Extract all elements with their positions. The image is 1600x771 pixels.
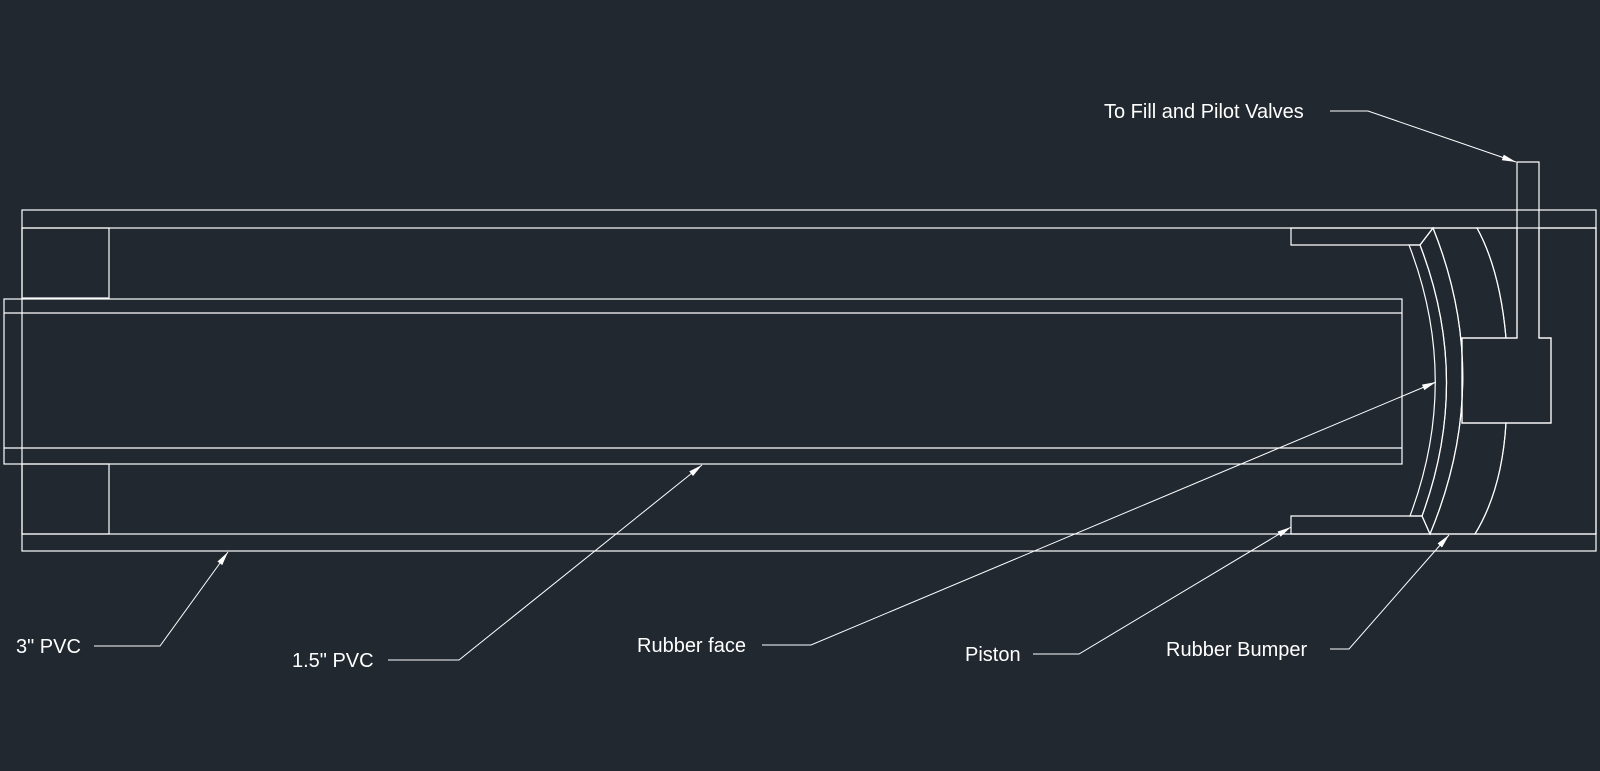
label-fill-pilot-valves: To Fill and Pilot Valves xyxy=(1104,101,1304,123)
leader-1-5in-pvc xyxy=(388,464,703,661)
piston-body xyxy=(1419,226,1464,536)
valve-body xyxy=(1473,227,1597,535)
piston-flange xyxy=(1290,227,1435,535)
label-3in-pvc: 3" PVC xyxy=(16,636,81,658)
label-rubber-face: Rubber face xyxy=(637,635,746,657)
outer-pipe-3in xyxy=(21,209,1597,552)
leader-rubber-face xyxy=(762,381,1437,646)
leader-rubber-bumper xyxy=(1330,534,1450,650)
left-coupling-hatch xyxy=(21,227,110,535)
pilot-port-channel xyxy=(1461,161,1552,424)
leader-fill-pilot xyxy=(1330,110,1517,163)
rubber-face xyxy=(1408,244,1448,517)
label-1-5in-pvc: 1.5" PVC xyxy=(292,650,374,672)
label-piston: Piston xyxy=(965,644,1021,666)
label-rubber-bumper: Rubber Bumper xyxy=(1166,639,1308,661)
leader-3in-pvc xyxy=(94,551,229,647)
leader-piston xyxy=(1033,526,1292,655)
inner-pipe-1-5in xyxy=(3,298,1403,465)
